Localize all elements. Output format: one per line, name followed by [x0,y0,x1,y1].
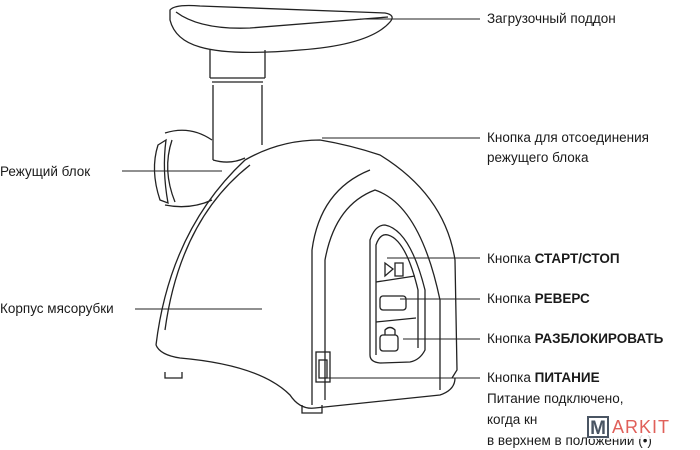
label-start-stop: Кнопка СТАРТ/СТОП [487,251,620,267]
watermark-text: ARKIT [612,416,671,437]
cutting-block [153,129,213,208]
label-prefix: Кнопка [487,331,535,346]
label-prefix: Кнопка [487,291,535,306]
label-power: Кнопка ПИТАНИЕ [487,370,600,386]
power-note-1: Питание подключено, [487,391,624,406]
watermark-logo: M ARKIT [587,415,671,439]
grinder-body [155,139,458,414]
label-reverse: Кнопка РЕВЕРС [487,291,590,307]
label-detach-button-2: режущего блока [487,150,589,165]
label-prefix: Кнопка [487,370,535,385]
label-bold: РАЗБЛОКИРОВАТЬ [534,331,664,346]
label-detach-button-1: Кнопка для отсоединения [487,130,649,145]
feed-column [209,50,266,163]
label-unlock: Кнопка РАЗБЛОКИРОВАТЬ [487,331,663,347]
label-feed-tray: Загрузочный поддон [487,11,616,26]
label-cutting-block: Режущий блок [0,164,91,179]
watermark-m: M [587,416,609,439]
label-bold: РЕВЕРС [534,291,590,306]
label-bold: ПИТАНИЕ [534,370,600,385]
power-note-2: когда кн [487,412,538,427]
feed-tray [169,4,393,54]
label-body: Корпус мясорубки [0,301,114,316]
label-bold: СТАРТ/СТОП [534,251,620,266]
label-prefix: Кнопка [487,251,535,266]
leader-lines [122,18,480,379]
